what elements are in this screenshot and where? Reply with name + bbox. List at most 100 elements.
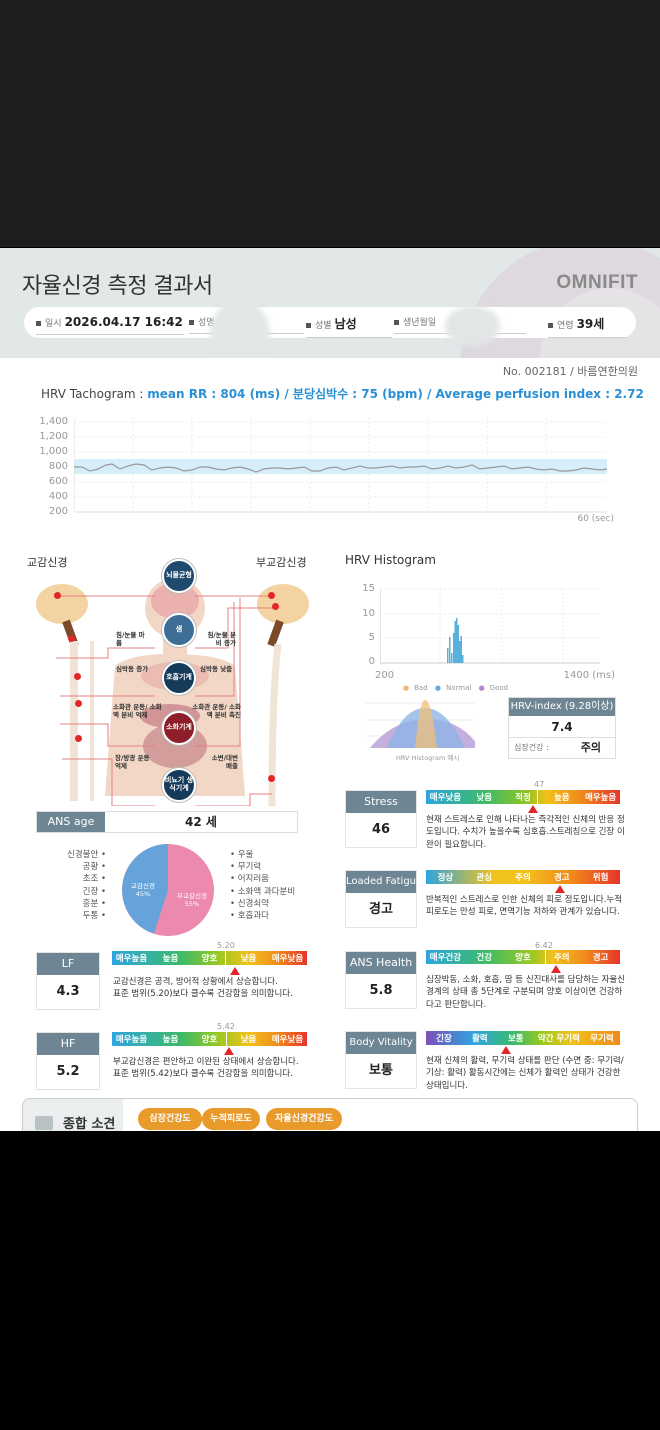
effect-label: 침/눈물 분비 증가 xyxy=(207,631,236,647)
bullet-icon xyxy=(548,323,553,328)
nerve-point xyxy=(74,673,81,680)
lf-description: 교감신경은 공격, 방어적 상황에서 상승합니다. 표준 범위(5.20)보다 … xyxy=(113,976,323,1001)
summary-label: 종합 소견 xyxy=(63,1117,116,1131)
top-black-area xyxy=(0,0,660,247)
ans-health-marker-icon xyxy=(551,965,561,973)
heart-health-row: 심장건강 :주의 xyxy=(509,738,615,758)
histogram-legend: ●Bad ●Normal ●Good xyxy=(403,684,509,692)
fatigue-label: Loaded Fatigue xyxy=(346,871,416,893)
threshold-line xyxy=(537,790,538,804)
x-tick: 200 xyxy=(375,670,395,681)
hrv-index-box: HRV-index (9.28이상) 7.4 심장건강 :주의 xyxy=(508,697,616,759)
hrv-index-value: 7.4 xyxy=(509,716,615,738)
pie-pct: 55% xyxy=(184,900,200,909)
y-tick: 5 xyxy=(368,632,375,643)
hf-marker-icon xyxy=(224,1047,234,1055)
report-title: 자율신경 측정 결과서 xyxy=(22,274,213,299)
scale-label: 주의 xyxy=(515,873,531,883)
scale-label: 매우높음 xyxy=(115,1035,148,1045)
lf-marker-icon xyxy=(230,967,240,975)
scale-label: 매우높음 xyxy=(584,793,617,803)
lf-box: LF 4.3 xyxy=(36,952,100,1010)
threshold-line xyxy=(225,951,226,965)
hrv-tachogram-chart: 1,400 1,200 1,000 800 600 400 200 60 (se… xyxy=(34,413,614,533)
nerve-point xyxy=(272,603,279,610)
ans-balance-pie-chart xyxy=(122,844,214,936)
hf-value: 5.2 xyxy=(56,1064,80,1079)
gender-label: 성별 xyxy=(315,321,332,331)
vitality-description: 현재 신체의 활력, 무기력 상태를 판단 (수면 중: 무기력/기상: 활력)… xyxy=(426,1056,624,1091)
scale-label: 낮음 xyxy=(240,954,257,964)
pie-label-parasympathetic: 부교감신경 55% xyxy=(172,892,212,909)
y-tick: 1,200 xyxy=(39,431,68,442)
ans-age-box: ANS age 42 세 xyxy=(36,811,298,833)
redaction-blur xyxy=(210,300,270,358)
hrv-histogram-chart: 15 10 5 0 200 1400 (ms) xyxy=(360,583,615,683)
ans-age-value: 42 세 xyxy=(185,815,217,829)
brand-logo: OMNIFIT xyxy=(556,272,638,293)
ans-health-label: ANS Health xyxy=(346,952,416,974)
symptom: 신경불안 • xyxy=(67,850,106,860)
hf-threshold: 5.42 xyxy=(217,1022,235,1031)
ans-age-label: ANS age xyxy=(37,812,105,832)
symptom: • 호흡과다 xyxy=(230,911,269,922)
symptom: • 어지러움 xyxy=(230,874,269,885)
histogram-example-caption: HRV Histogram 예시 xyxy=(396,754,460,762)
symptom: 초조 • xyxy=(82,874,106,885)
scale-label: 매우높음 xyxy=(115,954,148,964)
threshold-line xyxy=(226,1032,227,1046)
ans-health-threshold: 6.42 xyxy=(535,941,553,950)
x-axis-end-label: 60 (sec) xyxy=(577,514,614,524)
report-number: No. 002181 / 바름연한의원 xyxy=(502,365,638,378)
ans-health-description: 심장박동, 소화, 호흡, 땀 등 신진대사를 담당하는 자율신경계의 상태 총… xyxy=(426,975,626,1010)
vitality-box: Body Vitality 보통 xyxy=(345,1031,417,1089)
vitality-value: 보통 xyxy=(369,1063,393,1078)
fatigue-marker-icon xyxy=(555,885,565,893)
pie-pct: 45% xyxy=(135,890,151,899)
symptom: • 신경쇠약 xyxy=(230,898,269,909)
organ-urogenital: 비뇨기 생식기계 xyxy=(162,768,196,802)
ans-health-box: ANS Health 5.8 xyxy=(345,951,417,1009)
scale-label: 매우건강 xyxy=(429,953,462,963)
symptom: 두통 • xyxy=(82,911,106,922)
scale-label: 높음 xyxy=(162,954,179,964)
effect-label: 소변/대변 배출 xyxy=(211,754,238,770)
date-value: 2026.04.17 16:42 xyxy=(64,315,183,329)
symptom: • 우울 xyxy=(230,850,254,860)
tachogram-stats: mean RR : 804 (ms) / 분당심박수 : 75 (bpm) / … xyxy=(147,387,644,401)
age-value: 39세 xyxy=(576,317,605,331)
scale-label: 양호 xyxy=(201,954,218,964)
fatigue-box: Loaded Fatigue 경고 xyxy=(345,870,417,928)
bullet-icon xyxy=(36,321,41,326)
date-label: 일시 xyxy=(45,319,62,329)
bullet-icon xyxy=(189,320,194,325)
legend-good: Good xyxy=(489,684,509,692)
tag-ans-health[interactable]: 자율신경건강도 xyxy=(266,1108,342,1130)
scale-label: 위험 xyxy=(592,873,609,883)
scale-label: 정상 xyxy=(437,873,454,883)
effect-label: 소화관 운동/ 소화액 분비 억제 xyxy=(113,703,162,719)
symptom: 공황 • xyxy=(82,862,106,873)
tachogram-plot xyxy=(74,418,608,513)
bullet-icon xyxy=(394,320,399,325)
tag-cumulative-fatigue[interactable]: 누적피로도 xyxy=(202,1108,260,1130)
y-tick: 1,400 xyxy=(39,416,68,427)
y-tick: 1,000 xyxy=(39,446,68,457)
scale-label: 활력 xyxy=(472,1034,488,1044)
desc-line: 교감신경은 공격, 방어적 상황에서 상승합니다. xyxy=(113,977,278,987)
x-tick: 1400 (ms) xyxy=(563,670,615,681)
stress-box: Stress 46 xyxy=(345,790,417,848)
tag-heart-health[interactable]: 심장건강도 xyxy=(138,1108,202,1130)
scale-label: 높음 xyxy=(553,793,570,803)
legend-normal: Normal xyxy=(446,684,472,692)
symptom: • 소화액 과다분비 xyxy=(230,886,296,897)
hf-box: HF 5.2 xyxy=(36,1032,100,1090)
overall-summary-section: 종합 소견 심장건강도 누적피로도 자율신경건강도 xyxy=(22,1098,638,1131)
y-tick: 400 xyxy=(48,491,68,502)
